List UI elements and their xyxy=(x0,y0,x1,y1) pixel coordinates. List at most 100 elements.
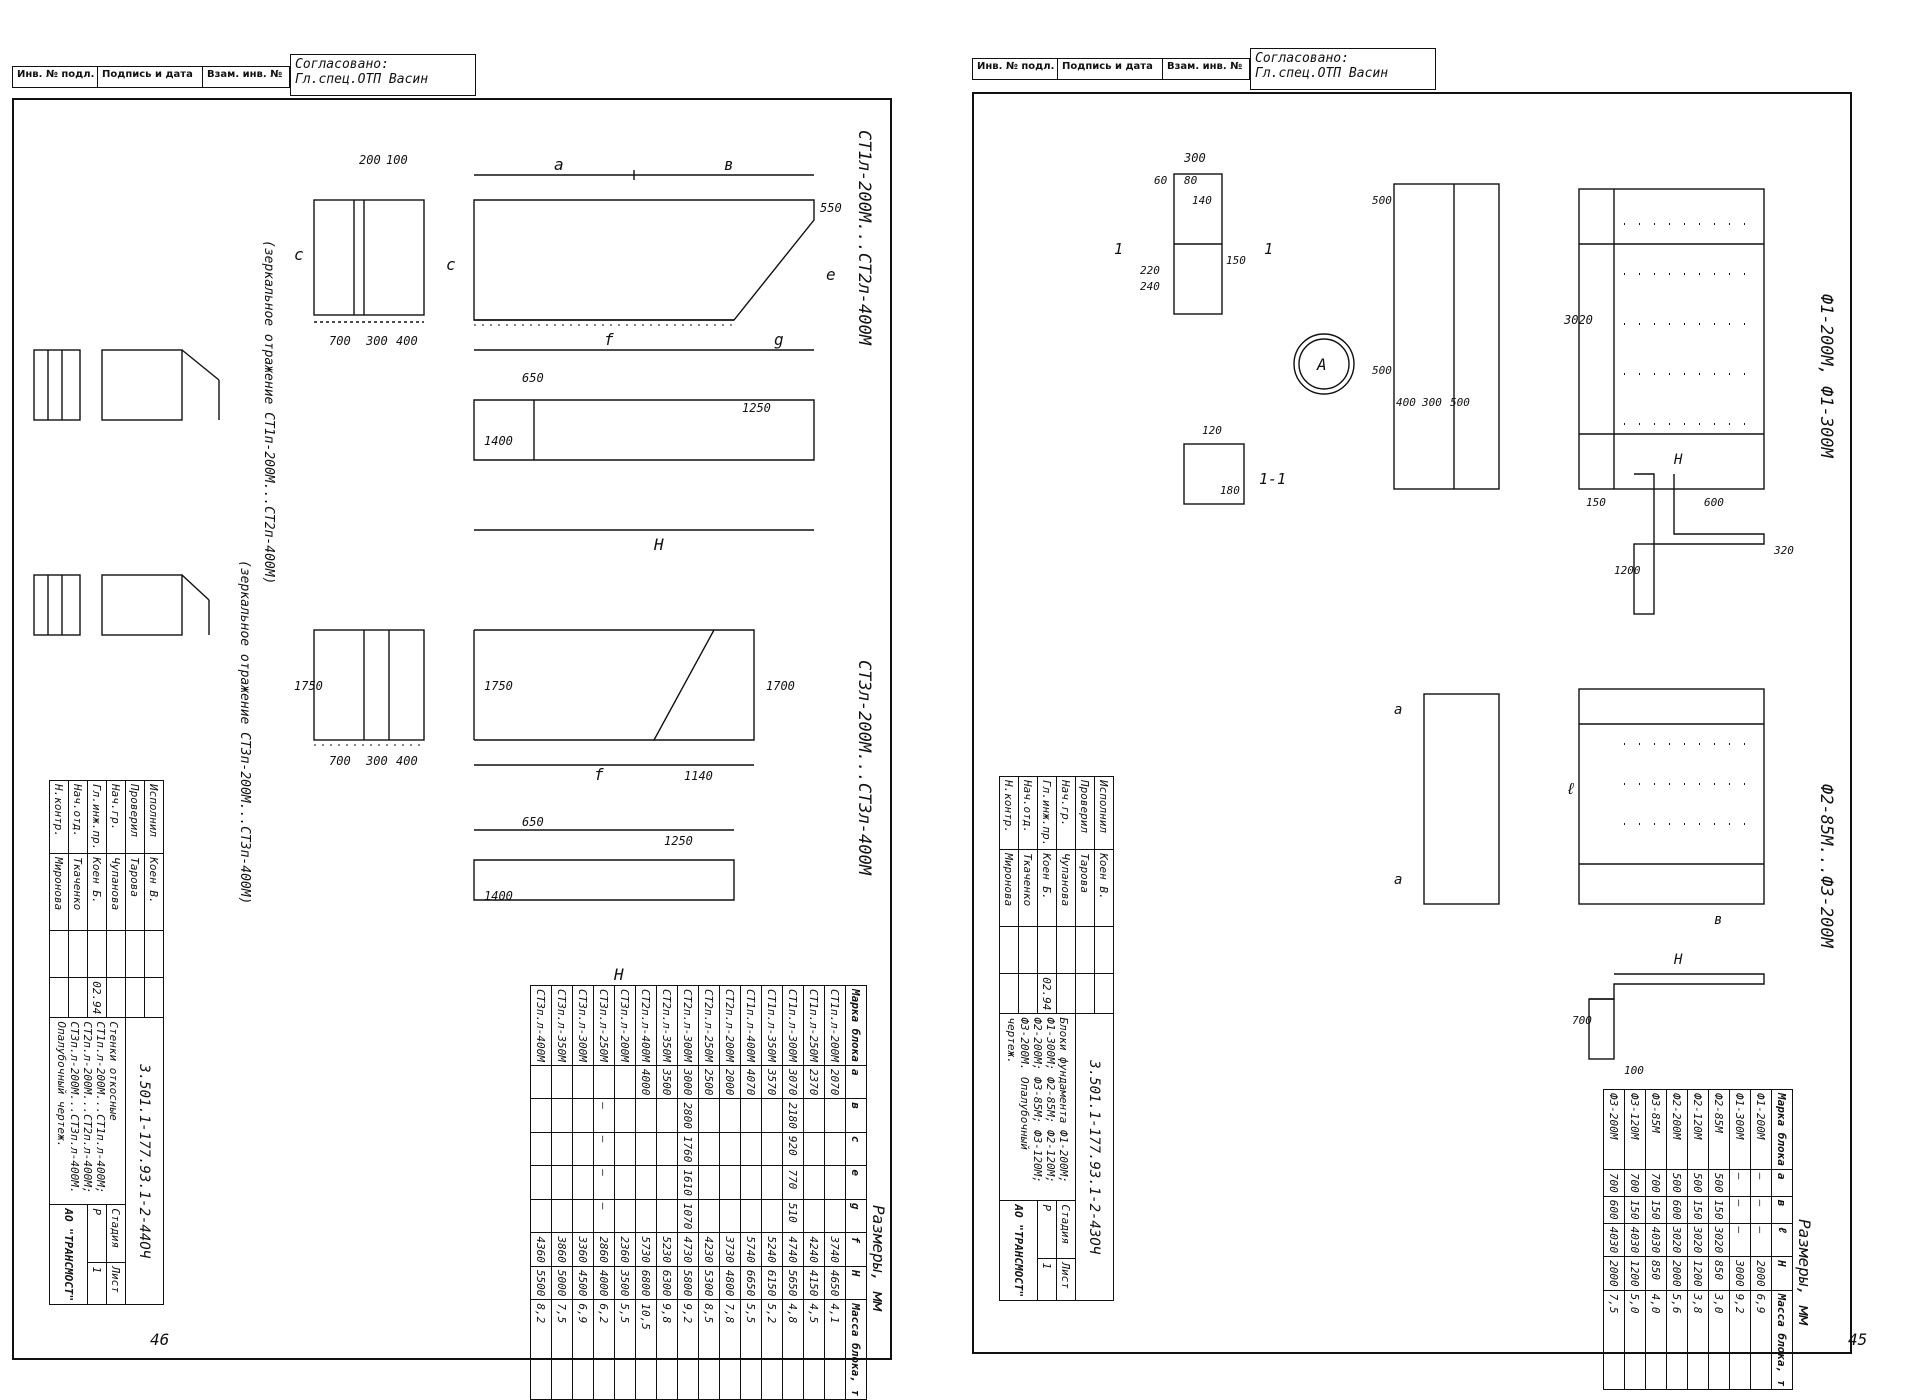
stamp-sheets: 1 xyxy=(87,1262,107,1305)
table-cell: 4150 xyxy=(803,1266,825,1300)
table-cell xyxy=(761,1098,783,1133)
r-dim-500-b: 500 xyxy=(1372,364,1392,377)
table-cell xyxy=(698,1199,720,1233)
table-cell: 7,5 xyxy=(551,1299,573,1400)
r-dim-400: 400 xyxy=(1396,396,1416,409)
agreed-name-r: Васин xyxy=(1348,66,1389,81)
table-cell xyxy=(572,1098,594,1133)
stamp-signature xyxy=(1075,926,1095,974)
table-cell: СТ3п.л-250М xyxy=(593,985,615,1066)
r-letter-h-1: H xyxy=(1673,452,1683,468)
table-cell: 4730 xyxy=(677,1232,699,1267)
stamp-name: Коен В. xyxy=(1094,849,1114,927)
table-cell xyxy=(635,1165,657,1200)
table-header-cell: с xyxy=(845,1132,867,1166)
table-cell: 5230 xyxy=(656,1232,678,1267)
left-page-number: 46 xyxy=(150,1330,170,1349)
table-cell: 600 xyxy=(1603,1196,1625,1224)
table-cell xyxy=(656,1199,678,1233)
stamp-role: Проверил xyxy=(125,780,145,854)
table-cell: 2000 xyxy=(1666,1256,1688,1291)
table-cell: 5,5 xyxy=(740,1299,762,1400)
table-header-cell: ℓ xyxy=(1771,1223,1793,1257)
table-cell: СТ1п.л-400М xyxy=(740,985,762,1066)
r-letter-l: ℓ xyxy=(1566,779,1576,798)
stamp-signature xyxy=(1018,926,1038,974)
table-cell: 2000 xyxy=(719,1065,741,1099)
table-cell: 2180 xyxy=(782,1098,804,1133)
table-cell: 3570 xyxy=(761,1065,783,1099)
stamp-name: Тарова xyxy=(1075,849,1095,927)
table-header-cell: Масса блока, т xyxy=(845,1299,867,1400)
table-cell: Ф3-120М xyxy=(1624,1089,1646,1170)
table-cell xyxy=(551,1165,573,1200)
table-cell: 500 xyxy=(1708,1169,1730,1197)
table-cell: 3730 xyxy=(719,1232,741,1267)
letter-e: е xyxy=(826,265,836,284)
table-cell: 5740 xyxy=(740,1232,762,1267)
dim-1250-a: 1250 xyxy=(742,401,771,415)
table-cell: 4070 xyxy=(740,1065,762,1099)
table-cell: 1070 xyxy=(677,1199,699,1233)
table-cell: 6300 xyxy=(656,1266,678,1300)
stamp-name: Коен Б. xyxy=(1037,849,1057,927)
right-sheet: 300 60 80 140 220 240 150 1 1 А 1-1 120 … xyxy=(972,92,1852,1390)
stamp-description: Стенки откосные СТ1п.л-200М...СТ1п.л-400… xyxy=(49,1017,126,1205)
table-cell: — xyxy=(1750,1223,1772,1257)
dim-1700: 1700 xyxy=(766,679,795,693)
table-cell xyxy=(719,1165,741,1200)
stamp-signature xyxy=(106,930,126,978)
mini-sketch-4 xyxy=(101,574,183,636)
table-cell: СТ2п.л-200М xyxy=(719,985,741,1066)
table-cell: 3070 xyxy=(782,1065,804,1099)
stamp-date xyxy=(1094,973,1114,1014)
table-cell xyxy=(551,1065,573,1099)
table-cell: 510 xyxy=(782,1199,804,1233)
stamp-role: Исполнил xyxy=(144,780,164,854)
table-cell: — xyxy=(1729,1223,1751,1257)
side-view-2 xyxy=(313,629,425,741)
table-cell: СТ1п.л-250М xyxy=(803,985,825,1066)
dim-400-b: 400 xyxy=(396,754,418,768)
table-cell: 4240 xyxy=(803,1232,825,1267)
table-header-cell: H xyxy=(845,1266,867,1300)
dim-1400-a: 1400 xyxy=(484,434,513,448)
table-cell: 2800 xyxy=(677,1098,699,1133)
table-cell xyxy=(635,1132,657,1166)
r-dim-150: 150 xyxy=(1226,254,1246,267)
stamp-signature xyxy=(87,930,107,978)
left-sizes-title: Размеры, мм xyxy=(869,1205,888,1311)
r-dim-140: 140 xyxy=(1192,194,1212,207)
table-cell: 4,1 xyxy=(824,1299,846,1400)
table-cell: 150 xyxy=(1624,1196,1646,1224)
table-cell: 4030 xyxy=(1603,1223,1625,1257)
table-cell: 1610 xyxy=(677,1165,699,1200)
table-cell: 6,2 xyxy=(593,1299,615,1400)
left-drawing: 200 100 a в с с е f g 550 700 300 400 65… xyxy=(33,153,842,984)
table-cell xyxy=(530,1132,552,1166)
dim-400-a: 400 xyxy=(396,334,418,348)
f1-end-section xyxy=(1634,473,1765,545)
agreed-role-r: Гл.спец.ОТП xyxy=(1255,66,1342,81)
r-letter-one-a: 1 xyxy=(1114,240,1123,258)
table-cell: 4500 xyxy=(572,1266,594,1300)
table-header-cell: a xyxy=(845,1065,867,1099)
left-title-2-mirror: (зеркальное отражение СТ3п-200М...СТ3п-4… xyxy=(237,560,252,905)
stamp-stage: Р xyxy=(1037,1200,1057,1259)
table-cell: 500 xyxy=(1666,1169,1688,1197)
stamp-date xyxy=(1056,973,1076,1014)
table-cell: Ф3-200М xyxy=(1603,1089,1625,1170)
dim-700-a: 700 xyxy=(329,334,351,348)
table-cell: СТ2п.л-400М xyxy=(635,985,657,1066)
table-cell: 6,9 xyxy=(572,1299,594,1400)
r-dim-100: 100 xyxy=(1624,1064,1644,1077)
